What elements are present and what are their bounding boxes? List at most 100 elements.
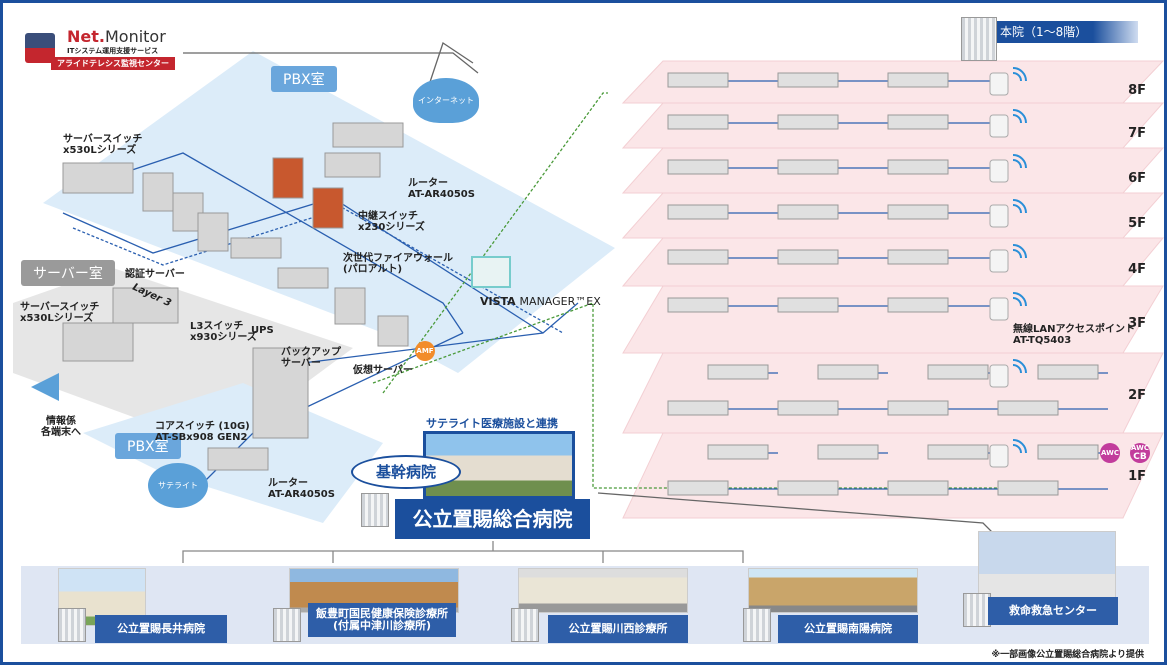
amf-badge: AMF <box>415 341 435 361</box>
router-icon <box>207 447 269 471</box>
wifi-signal-icon <box>1012 199 1027 214</box>
floor-label-2F: 2F <box>1128 387 1146 403</box>
wifi-signal-icon <box>1012 154 1027 169</box>
site-building-icon <box>273 608 301 642</box>
site-building-icon <box>743 608 771 642</box>
floor-switch-icon <box>817 444 879 460</box>
floor-switch-icon <box>777 204 839 220</box>
core-switch-icon <box>252 347 309 439</box>
site-photo-kawanishi <box>518 568 688 613</box>
auth-server-icon <box>197 212 229 252</box>
wifi-signal-icon <box>1012 244 1027 259</box>
footnote: ※一部画像公立置賜総合病院より提供 <box>991 650 1144 660</box>
logo-rest: Monitor <box>104 27 166 46</box>
floor-switch-icon <box>1037 364 1099 380</box>
wifi-signal-icon <box>1012 67 1027 82</box>
monitor-operator-icon <box>25 33 55 63</box>
floor-switch-icon <box>667 249 729 265</box>
floor-switch-icon <box>777 297 839 313</box>
wireless-ap-icon <box>989 249 1009 273</box>
ups-icon <box>277 267 329 289</box>
ups-label: UPS <box>251 325 274 336</box>
floor-label-3F: 3F <box>1128 316 1146 332</box>
vista-manager-label: VISTA MANAGER™EX <box>480 295 601 308</box>
site-label-iide: 飯豊町国民健康保険診療所(付属中津川診療所) <box>308 603 456 637</box>
wireless-ap-icon <box>989 444 1009 468</box>
wifi-signal-icon <box>1012 292 1027 307</box>
floor-switch-icon <box>707 364 769 380</box>
satellite-link-label: サテライト医療施設と連携 <box>426 417 558 430</box>
main-hospital-building-icon <box>361 493 389 527</box>
floor-switch-icon <box>887 204 949 220</box>
logo-bold: Net. <box>67 27 105 46</box>
floor-switch-icon <box>887 400 949 416</box>
wifi-signal-icon <box>1012 439 1027 454</box>
site-label-nagai: 公立置賜長井病院 <box>95 615 227 643</box>
awc-badge: AWC <box>1100 443 1120 463</box>
site-label-kawanishi: 公立置賜川西診療所 <box>548 615 688 643</box>
virtual-server-icon <box>377 315 409 347</box>
floor-switch-icon <box>927 444 989 460</box>
router-icon <box>332 122 404 148</box>
site-label-nanyo: 公立置賜南陽病院 <box>778 615 918 643</box>
vista-monitor-icon <box>471 256 511 288</box>
floor-switch-icon <box>1037 444 1099 460</box>
pbx-room-bottom-label: PBX室 <box>115 433 181 459</box>
floor-switch-icon <box>667 297 729 313</box>
floor-label-5F: 5F <box>1128 216 1146 231</box>
floor-label-4F: 4F <box>1128 262 1146 277</box>
backup-server-label: バックアップサーバー <box>281 347 341 369</box>
firewall-label: 次世代ファイアウォール(パロアルト) <box>343 253 453 275</box>
floor-switch-icon <box>997 400 1059 416</box>
floor-switch-icon <box>887 249 949 265</box>
floor-switch-icon <box>997 480 1059 496</box>
relay-switch-icon <box>324 152 381 178</box>
wireless-ap-icon <box>989 114 1009 138</box>
site-building-icon <box>963 593 991 627</box>
wireless-ap-icon <box>989 297 1009 321</box>
floor-switch-icon <box>777 400 839 416</box>
logo-subtitle: ITシステム運用支援サービス <box>67 47 159 55</box>
l3-switch-icon <box>112 287 179 324</box>
wireless-ap-icon <box>989 204 1009 228</box>
main-hospital-label: 公立置賜総合病院 <box>395 499 590 539</box>
site-photo-nanyo <box>748 568 918 613</box>
wifi-signal-icon <box>1012 359 1027 374</box>
floor-label-6F: 6F <box>1128 171 1146 186</box>
server-switch-icon <box>62 322 134 362</box>
floor-switch-icon <box>667 72 729 88</box>
virtual-server-label: 仮想サーバー <box>353 365 413 376</box>
auth-server-icon <box>142 172 174 212</box>
floor-switch-icon <box>887 297 949 313</box>
wireless-ap-icon <box>989 159 1009 183</box>
floor-switch-icon <box>777 114 839 130</box>
firewall-icon <box>312 187 344 229</box>
core-switch-label: コアスイッチ (10G)AT-SBx908 GEN2 <box>155 421 250 443</box>
core-hospital-badge: 基幹病院 <box>351 455 461 489</box>
site-building-icon <box>511 608 539 642</box>
firewall-icon <box>272 157 304 199</box>
floor-switch-icon <box>887 72 949 88</box>
server-room-label: サーバー室 <box>21 260 115 286</box>
monitor-center-badge: アライドテレシス監視センター <box>51 57 175 70</box>
wireless-ap-icon <box>989 364 1009 388</box>
floor-switch-icon <box>777 249 839 265</box>
server-switch-icon <box>62 162 134 194</box>
floor-switch-icon <box>707 444 769 460</box>
floor-switch-icon <box>667 204 729 220</box>
network-diagram-canvas <box>13 41 1165 644</box>
internet-label: インターネット <box>418 96 474 105</box>
floor-switch-icon <box>667 400 729 416</box>
ups-icon <box>230 237 282 259</box>
floor-switch-icon <box>777 159 839 175</box>
floor-label-8F: 8F <box>1128 83 1146 98</box>
satellite-label: サテライト <box>158 481 198 490</box>
wifi-signal-icon <box>1012 109 1027 124</box>
